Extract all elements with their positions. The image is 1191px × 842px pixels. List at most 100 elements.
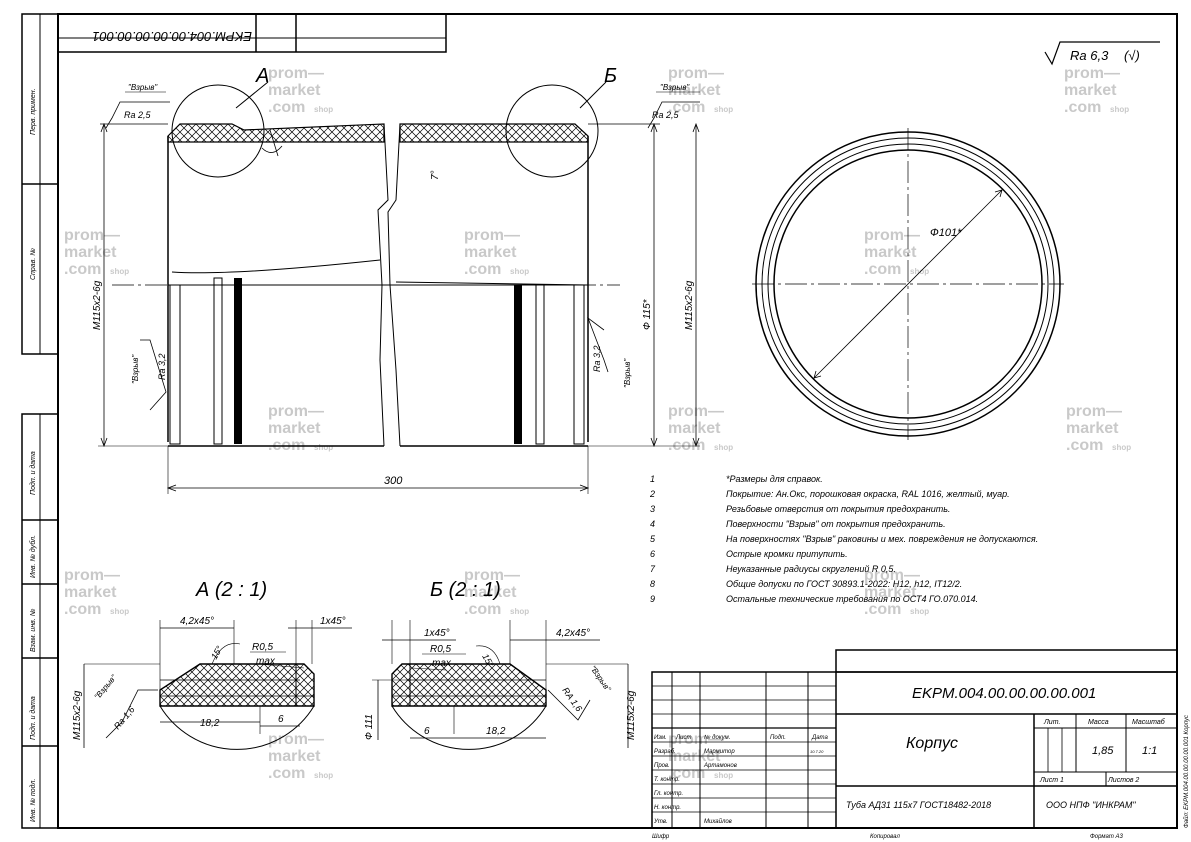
svg-text:.com: .com xyxy=(464,601,501,618)
svg-text:.com: .com xyxy=(64,601,101,618)
svg-text:shop: shop xyxy=(1110,105,1129,114)
watermark: prom— market .com shop xyxy=(464,567,529,618)
svg-text:.com: .com xyxy=(64,261,101,278)
svg-text:Покрытие: Ан.Окс, порошковая о: Покрытие: Ан.Окс, порошковая окраска, RA… xyxy=(726,489,1010,499)
general-roughness: Ra 6,3 (√) xyxy=(1044,41,1160,66)
svg-text:shop: shop xyxy=(510,267,529,276)
svg-text:.com: .com xyxy=(864,601,901,618)
top-code-box: EKPM.004.00.00.00.00.001 xyxy=(57,13,447,53)
watermarks: prom— market .com shop prom— market .com… xyxy=(64,65,1131,782)
svg-text:5: 5 xyxy=(650,534,656,544)
frame-label: Инв. № дубл. xyxy=(29,535,37,578)
svg-text:shop: shop xyxy=(510,607,529,616)
svg-text:Листов 2: Листов 2 xyxy=(1107,777,1139,784)
svg-text:prom—: prom— xyxy=(464,227,520,244)
svg-text:.com: .com xyxy=(668,765,705,782)
frame-label: Инв. № подл. xyxy=(29,779,37,822)
svg-text:R0,5: R0,5 xyxy=(430,644,452,655)
svg-text:Остальные технические требован: Остальные технические требования по ОСТ4… xyxy=(726,594,978,604)
svg-text:Н. контр.: Н. контр. xyxy=(654,805,681,811)
view-b-label: Б xyxy=(604,65,617,87)
frame-label: Справ. № xyxy=(30,248,37,280)
svg-text:Ф101*: Ф101* xyxy=(930,227,962,239)
svg-text:Ra 1,6: Ra 1,6 xyxy=(112,705,137,732)
svg-text:M115x2-6g: M115x2-6g xyxy=(626,690,637,740)
title-block: Изм. Лист № докум. Подп. Дата Разраб. Ма… xyxy=(651,649,1190,840)
watermark: prom— market .com shop xyxy=(268,65,333,116)
svg-text:№ докум.: № докум. xyxy=(704,734,730,741)
svg-text:shop: shop xyxy=(314,443,333,452)
svg-text:(√): (√) xyxy=(1124,48,1140,63)
svg-text:prom—: prom— xyxy=(464,567,520,584)
svg-text:Мармитор: Мармитор xyxy=(704,749,735,755)
detail-a: А (2 : 1) 4,2x45° 1x45° R0,5 max 15° 18,… xyxy=(72,579,352,750)
svg-text:Неуказанные радиусы скруглений: Неуказанные радиусы скруглений R 0,5. xyxy=(726,564,896,574)
svg-text:Утв.: Утв. xyxy=(653,819,668,825)
svg-text:Б (2 : 1): Б (2 : 1) xyxy=(430,579,501,601)
svg-text:Ra 2,5: Ra 2,5 xyxy=(652,110,680,120)
document-code: EKPM.004.00.00.00.00.001 xyxy=(912,685,1096,702)
svg-text:"Взрыв": "Взрыв" xyxy=(660,83,690,92)
svg-text:Т. контр.: Т. контр. xyxy=(654,777,680,783)
left-frame-strip: Перв. примен. Справ. № Подп. и дата Инв.… xyxy=(21,13,59,829)
svg-text:market: market xyxy=(864,584,917,601)
company: ООО НПФ "ИНКРАМ" xyxy=(1046,800,1136,810)
svg-text:1,85: 1,85 xyxy=(1092,745,1114,757)
svg-text:.com: .com xyxy=(268,765,305,782)
svg-text:prom—: prom— xyxy=(64,567,120,584)
svg-text:shop: shop xyxy=(714,105,733,114)
svg-text:Дата: Дата xyxy=(811,735,828,741)
svg-text:Ra 6,3: Ra 6,3 xyxy=(1070,48,1109,63)
svg-text:Ф 111: Ф 111 xyxy=(364,714,375,740)
svg-text:market: market xyxy=(1066,420,1119,437)
svg-text:Михайлов: Михайлов xyxy=(704,818,732,825)
svg-text:prom—: prom— xyxy=(268,403,324,420)
svg-text:shop: shop xyxy=(714,771,733,780)
main-view: А Б 7° Ra 2,5 "Взрыв" Ra 2,5 "Взрыв" M11… xyxy=(92,65,700,494)
watermark: prom— market .com shop xyxy=(1066,403,1131,454)
svg-text:Ra 2,5: Ra 2,5 xyxy=(124,110,152,120)
svg-text:18,2: 18,2 xyxy=(486,726,506,737)
svg-text:market: market xyxy=(64,244,117,261)
svg-text:market: market xyxy=(464,584,517,601)
svg-text:Ф 115*: Ф 115* xyxy=(642,298,653,330)
watermark: prom— market .com shop xyxy=(268,403,333,454)
svg-text:"Взрыв": "Взрыв" xyxy=(623,358,632,388)
material: Туба АД31 115х7 ГОСТ18482-2018 xyxy=(846,800,991,810)
watermark: prom— market .com shop xyxy=(1064,65,1129,116)
technical-notes: 1 *Размеры для справок. 2 Покрытие: Ан.О… xyxy=(649,474,1038,604)
watermark: prom— market .com shop xyxy=(668,731,733,782)
svg-text:Гл. контр.: Гл. контр. xyxy=(654,791,683,797)
svg-text:Формат А3: Формат А3 xyxy=(1090,834,1123,840)
svg-text:Ra 3,2: Ra 3,2 xyxy=(592,345,602,372)
svg-text:1x45°: 1x45° xyxy=(424,628,450,639)
detail-b: Б (2 : 1) 1x45° 4,2x45° R0,5 max 15° 6 1… xyxy=(364,579,637,750)
watermark: prom— market .com shop xyxy=(864,567,929,618)
svg-text:6: 6 xyxy=(650,549,655,559)
watermark: prom— market .com shop xyxy=(64,567,129,618)
svg-text:9: 9 xyxy=(650,594,655,604)
svg-text:Шифр: Шифр xyxy=(652,834,670,840)
svg-text:market: market xyxy=(668,82,721,99)
svg-text:300: 300 xyxy=(384,475,403,487)
svg-text:На поверхностях "Взрыв" ракови: На поверхностях "Взрыв" раковины и мех. … xyxy=(726,534,1038,544)
frame-label: Подп. и дата xyxy=(29,451,37,495)
svg-text:market: market xyxy=(668,748,721,765)
svg-text:.com: .com xyxy=(668,99,705,116)
svg-text:15°: 15° xyxy=(209,644,225,661)
svg-text:M115x2-6g: M115x2-6g xyxy=(92,280,103,330)
svg-text:"Взрыв": "Взрыв" xyxy=(588,664,613,694)
watermark: prom— market .com shop xyxy=(668,403,733,454)
svg-text:market: market xyxy=(464,244,517,261)
svg-text:Подп.: Подп. xyxy=(770,735,786,741)
svg-text:prom—: prom— xyxy=(268,731,324,748)
svg-text:prom—: prom— xyxy=(668,731,724,748)
svg-text:prom—: prom— xyxy=(1064,65,1120,82)
svg-text:1x45°: 1x45° xyxy=(320,616,346,627)
svg-text:max: max xyxy=(256,656,276,667)
svg-text:M115x2-6g: M115x2-6g xyxy=(72,690,83,740)
svg-text:shop: shop xyxy=(110,267,129,276)
svg-text:shop: shop xyxy=(314,105,333,114)
watermark: prom— market .com shop xyxy=(64,227,129,278)
